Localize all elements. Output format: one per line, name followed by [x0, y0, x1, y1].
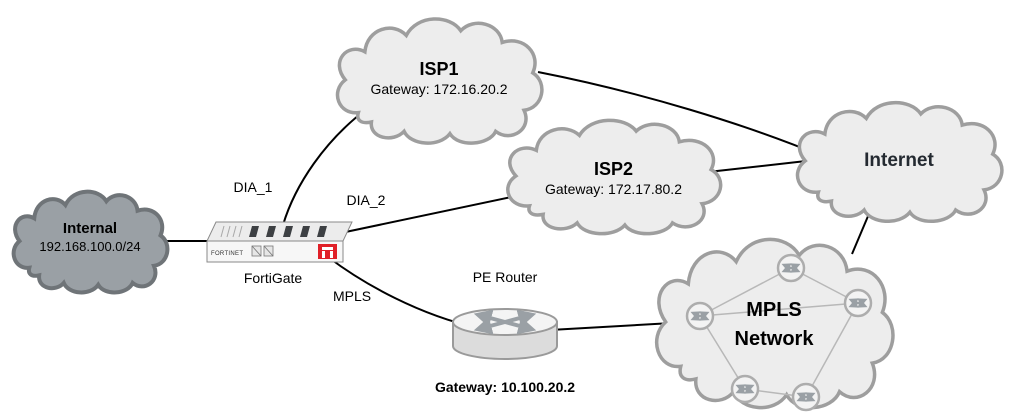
mpls-network-line2: Network — [734, 328, 814, 350]
isp1-gateway: Gateway: 172.16.20.2 — [370, 80, 508, 97]
fortigate-vents — [249, 226, 327, 237]
mpls-network-line1: MPLS — [746, 299, 802, 321]
isp2-gateway: Gateway: 172.17.80.2 — [545, 180, 682, 197]
pe-router-gateway-label: Gateway: 10.100.20.2 — [434, 379, 576, 395]
fortigate-brand-text: FORTINET — [211, 251, 243, 257]
fortigate-front-face — [206, 240, 344, 263]
fortinet-logo — [318, 244, 337, 259]
link-label-dia1: DIA_1 — [233, 179, 273, 195]
link-isp1-internet — [537, 71, 823, 157]
pe-router-arrows — [473, 309, 537, 335]
isp2-cloud-label: ISP2 Gateway: 172.17.80.2 — [500, 158, 727, 198]
mpls-router-icon — [793, 384, 819, 410]
fortinet-logo-glyph — [322, 247, 333, 258]
internet-name: Internet — [864, 150, 934, 171]
mpls-mesh — [687, 255, 871, 410]
mpls-router-icon — [778, 255, 804, 281]
link-fortigate-isp2 — [335, 191, 536, 235]
internal-cloud-label: Internal 192.168.100.0/24 — [10, 220, 170, 255]
isp1-name: ISP1 — [419, 59, 459, 79]
link-label-mpls: MPLS — [332, 288, 372, 304]
links-layer — [150, 71, 875, 331]
pe-router-label: PE Router — [472, 269, 538, 285]
link-isp2-internet — [707, 159, 816, 173]
mpls-network-cloud-label: MPLS Network — [648, 296, 900, 354]
internal-subnet: 192.168.100.0/24 — [39, 238, 141, 254]
link-label-dia2: DIA_2 — [346, 192, 386, 208]
mpls-router-icon — [732, 376, 758, 402]
internet-cloud-label: Internet — [790, 149, 1008, 173]
isp1-cloud-label: ISP1 Gateway: 172.16.20.2 — [330, 58, 548, 98]
fortigate-hatch-lines — [220, 225, 243, 238]
internal-name: Internal — [62, 220, 118, 237]
fortigate-label: FortiGate — [243, 270, 303, 286]
link-fortigate-isp1 — [282, 107, 369, 226]
isp2-name: ISP2 — [593, 159, 634, 179]
fortigate-device: FORTINET — [206, 221, 353, 263]
pe-router-device — [452, 308, 558, 360]
fortigate-ports — [251, 245, 274, 257]
